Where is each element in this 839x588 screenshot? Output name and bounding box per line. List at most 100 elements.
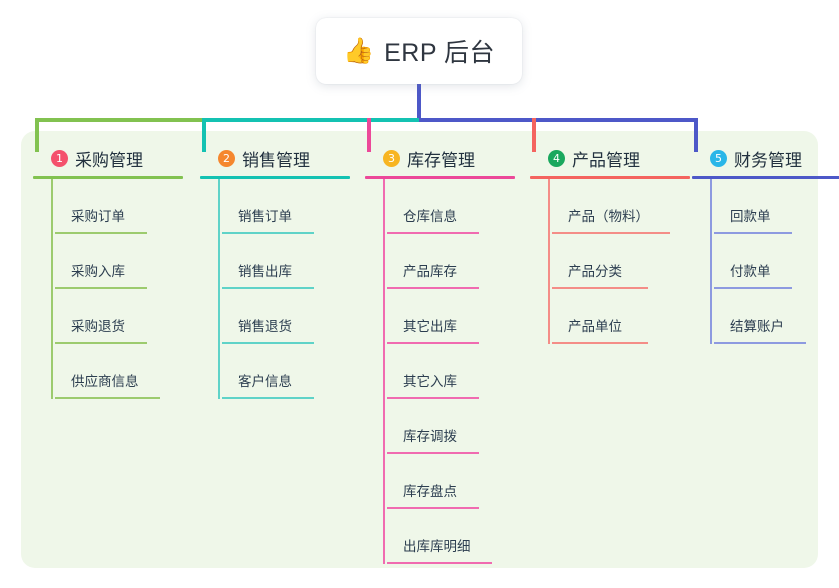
column-库存管理: 3 库存管理仓库信息产品库存其它出库其它入库库存调拨库存盘点出库库明细 xyxy=(365,145,515,564)
list-item-rule xyxy=(552,232,670,234)
column-header-产品管理[interactable]: 4 产品管理 xyxy=(530,145,690,171)
list-item-rule xyxy=(222,232,314,234)
column-header-rule xyxy=(365,176,515,179)
connector-root-trunk xyxy=(417,84,421,122)
column-items: 回款单付款单结算账户 xyxy=(692,179,839,344)
connector-drop-库存管理 xyxy=(367,118,371,152)
root-node[interactable]: 👍 ERP 后台 xyxy=(316,18,522,84)
list-item-label: 销售出库 xyxy=(238,264,292,279)
connector-drop-产品管理 xyxy=(532,118,536,152)
list-item[interactable]: 产品库存 xyxy=(387,234,515,289)
column-title: 财务管理 xyxy=(734,150,802,170)
list-item[interactable]: 客户信息 xyxy=(222,344,350,399)
column-index-badge: 2 xyxy=(218,149,235,167)
list-item[interactable]: 产品（物料） xyxy=(552,179,690,234)
thumbs-up-icon: 👍 xyxy=(342,36,375,65)
column-spine xyxy=(218,179,220,399)
list-item-label: 出库库明细 xyxy=(403,539,471,554)
column-header-销售管理[interactable]: 2 销售管理 xyxy=(200,145,350,171)
list-item-label: 结算账户 xyxy=(730,319,784,334)
connector-drop-销售管理 xyxy=(202,118,206,152)
list-item-rule xyxy=(387,342,479,344)
list-item[interactable]: 仓库信息 xyxy=(387,179,515,234)
list-item[interactable]: 其它出库 xyxy=(387,289,515,344)
column-index-badge: 4 xyxy=(548,149,565,167)
list-item-rule xyxy=(387,562,492,564)
column-header-采购管理[interactable]: 1 采购管理 xyxy=(33,145,183,171)
list-item[interactable]: 销售出库 xyxy=(222,234,350,289)
column-title: 采购管理 xyxy=(75,150,143,170)
column-产品管理: 4 产品管理产品（物料） 产品分类产品单位 xyxy=(530,145,690,344)
list-item-label: 库存盘点 xyxy=(403,484,457,499)
diagram-panel xyxy=(21,131,818,568)
column-items: 销售订单销售出库销售退货客户信息 xyxy=(200,179,350,399)
list-item[interactable]: 销售退货 xyxy=(222,289,350,344)
list-item[interactable]: 出库库明细 xyxy=(387,509,515,564)
column-items: 产品（物料） 产品分类产品单位 xyxy=(530,179,690,344)
list-item-rule xyxy=(55,397,160,399)
connector-bus-segment-1 xyxy=(35,118,206,122)
list-item-rule xyxy=(222,342,314,344)
list-item-rule xyxy=(714,287,792,289)
connector-bus-segment-2 xyxy=(202,118,423,122)
list-item[interactable]: 产品单位 xyxy=(552,289,690,344)
list-item-label: 库存调拨 xyxy=(403,429,457,444)
list-item-label: 产品分类 xyxy=(568,264,622,279)
column-spine xyxy=(710,179,712,344)
list-item[interactable]: 采购入库 xyxy=(55,234,183,289)
list-item[interactable]: 库存调拨 xyxy=(387,399,515,454)
list-item-rule xyxy=(387,397,479,399)
column-header-rule xyxy=(33,176,183,179)
list-item-label: 采购退货 xyxy=(71,319,125,334)
column-title: 库存管理 xyxy=(407,150,475,170)
column-items: 采购订单采购入库采购退货供应商信息 xyxy=(33,179,183,399)
column-spine xyxy=(51,179,53,399)
list-item-rule xyxy=(387,452,479,454)
list-item-rule xyxy=(55,232,147,234)
list-item-label: 仓库信息 xyxy=(403,209,457,224)
list-item[interactable]: 结算账户 xyxy=(714,289,839,344)
list-item[interactable]: 销售订单 xyxy=(222,179,350,234)
list-item-label: 供应商信息 xyxy=(71,374,139,389)
column-采购管理: 1 采购管理采购订单采购入库采购退货供应商信息 xyxy=(33,145,183,399)
list-item-label: 销售订单 xyxy=(238,209,292,224)
column-title: 产品管理 xyxy=(572,150,640,170)
column-spine xyxy=(383,179,385,564)
list-item-label: 其它入库 xyxy=(403,374,457,389)
list-item-label: 销售退货 xyxy=(238,319,292,334)
list-item[interactable]: 回款单 xyxy=(714,179,839,234)
column-header-rule xyxy=(530,176,690,179)
column-items: 仓库信息产品库存其它出库其它入库库存调拨库存盘点出库库明细 xyxy=(365,179,515,564)
list-item-label: 其它出库 xyxy=(403,319,457,334)
list-item-rule xyxy=(552,287,648,289)
list-item-rule xyxy=(222,287,314,289)
list-item[interactable]: 产品分类 xyxy=(552,234,690,289)
list-item-rule xyxy=(714,232,792,234)
list-item-label: 采购订单 xyxy=(71,209,125,224)
column-header-rule xyxy=(200,176,350,179)
list-item[interactable]: 付款单 xyxy=(714,234,839,289)
column-index-badge: 3 xyxy=(383,149,400,167)
column-header-库存管理[interactable]: 3 库存管理 xyxy=(365,145,515,171)
column-header-rule xyxy=(692,176,839,179)
column-index-badge: 1 xyxy=(51,149,68,167)
list-item-label: 付款单 xyxy=(730,264,771,279)
column-title: 销售管理 xyxy=(242,150,310,170)
list-item-label: 客户信息 xyxy=(238,374,292,389)
list-item[interactable]: 其它入库 xyxy=(387,344,515,399)
list-item[interactable]: 采购退货 xyxy=(55,289,183,344)
list-item-rule xyxy=(387,287,479,289)
list-item-rule xyxy=(55,287,147,289)
list-item-label: 产品单位 xyxy=(568,319,622,334)
column-spine xyxy=(548,179,550,344)
list-item[interactable]: 库存盘点 xyxy=(387,454,515,509)
list-item-label: 采购入库 xyxy=(71,264,125,279)
root-node-title: ERP 后台 xyxy=(384,39,496,67)
list-item-label: 回款单 xyxy=(730,209,771,224)
list-item-label: 产品库存 xyxy=(403,264,457,279)
list-item[interactable]: 采购订单 xyxy=(55,179,183,234)
list-item-rule xyxy=(387,507,479,509)
list-item[interactable]: 供应商信息 xyxy=(55,344,183,399)
